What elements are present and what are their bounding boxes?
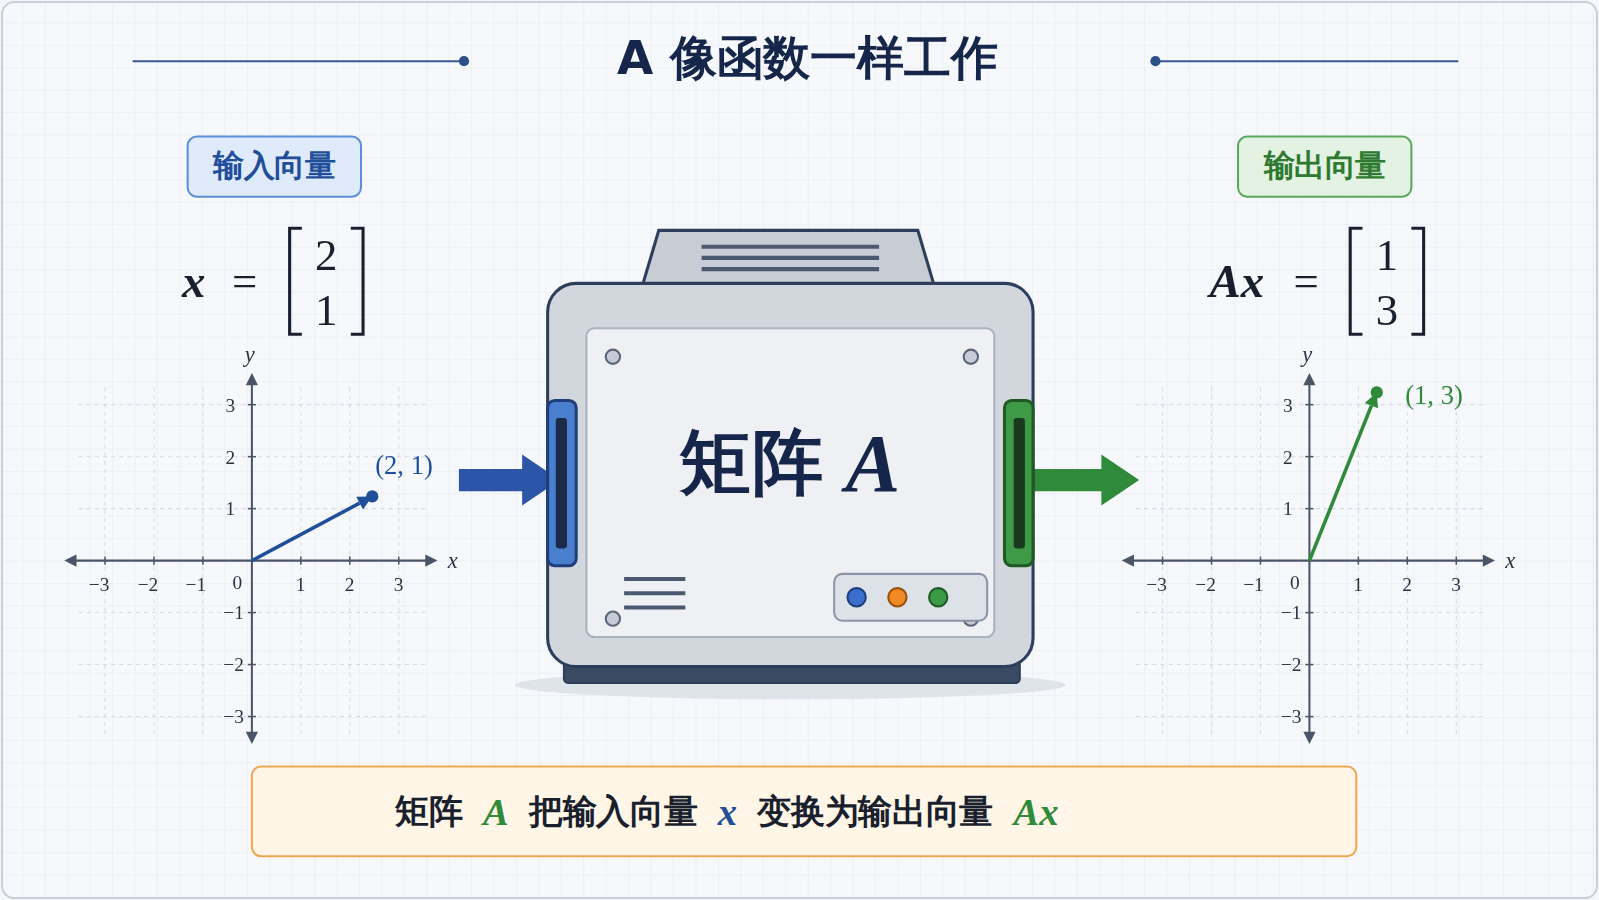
note-box: 矩阵 A 把输入向量 x 变换为输出向量 Ax xyxy=(250,765,1356,857)
node-text: Ax xyxy=(1013,789,1058,834)
axis-label: x xyxy=(1505,547,1515,574)
tick-label: −2 xyxy=(138,574,159,596)
node-text: A xyxy=(483,789,509,834)
tick-label: 1 xyxy=(225,497,235,519)
input-label-box: 输入向量 xyxy=(187,135,362,197)
tick-label: 1 xyxy=(296,574,306,596)
equals-sign: = xyxy=(232,254,257,306)
tick-label: 3 xyxy=(1451,574,1461,596)
tick-label: 3 xyxy=(394,574,404,596)
tick-label: −3 xyxy=(1281,705,1302,727)
tick-label: −2 xyxy=(1281,653,1302,675)
matrix-entry: 1 xyxy=(315,284,337,336)
node-text: 输入向量 xyxy=(213,145,335,187)
tick-label: −2 xyxy=(223,653,244,675)
node-text: 矩阵 xyxy=(395,788,462,834)
tick-label: −1 xyxy=(1243,574,1264,596)
node-text: x xyxy=(718,789,737,834)
node-text: 变换为输出向量 xyxy=(757,788,993,834)
tick-label: 2 xyxy=(345,574,355,596)
vector-name: Ax xyxy=(1209,253,1264,307)
matrix-entry: 3 xyxy=(1376,284,1398,336)
axis-label: x xyxy=(448,547,458,574)
vector-name: x xyxy=(182,253,205,307)
tick-label: −1 xyxy=(1281,601,1302,623)
equals-sign: = xyxy=(1294,254,1319,306)
tick-label: 3 xyxy=(1283,394,1293,416)
node-text: 把输入向量 xyxy=(529,788,697,834)
input-arrow xyxy=(459,455,560,506)
matrix-machine: 矩阵A xyxy=(654,406,927,522)
matrix-entry: 1 xyxy=(1376,229,1398,281)
tick-label: 2 xyxy=(1283,446,1293,468)
tick-label: 2 xyxy=(225,446,235,468)
tick-label: −3 xyxy=(89,574,110,596)
title: A 像函数一样工作 xyxy=(617,28,998,91)
output-label-box: 输出向量 xyxy=(1237,135,1412,197)
output-arrow xyxy=(1020,455,1139,506)
axis-label: y xyxy=(1302,341,1312,368)
tick-label: −1 xyxy=(223,601,244,623)
node-text: 矩阵 xyxy=(680,416,823,512)
tick-label: 0 xyxy=(233,572,243,594)
background-grid xyxy=(3,3,1596,897)
tick-label: 2 xyxy=(1402,574,1412,596)
matrix-entry: 2 xyxy=(315,229,337,281)
tick-label: 1 xyxy=(1353,574,1363,596)
tick-label: −3 xyxy=(223,705,244,727)
tick-label: 1 xyxy=(1283,497,1293,519)
node-text: A xyxy=(845,417,900,511)
tick-label: −1 xyxy=(186,574,207,596)
axis-label: y xyxy=(245,341,255,368)
tick-label: −2 xyxy=(1195,574,1216,596)
machine-illustration xyxy=(515,230,1066,699)
node-text: 输出向量 xyxy=(1264,145,1386,187)
tick-label: 0 xyxy=(1290,572,1300,594)
point-label: (2, 1) xyxy=(375,451,432,482)
tick-label: 3 xyxy=(225,394,235,416)
point-label: (1, 3) xyxy=(1405,380,1462,411)
tick-label: −3 xyxy=(1146,574,1167,596)
